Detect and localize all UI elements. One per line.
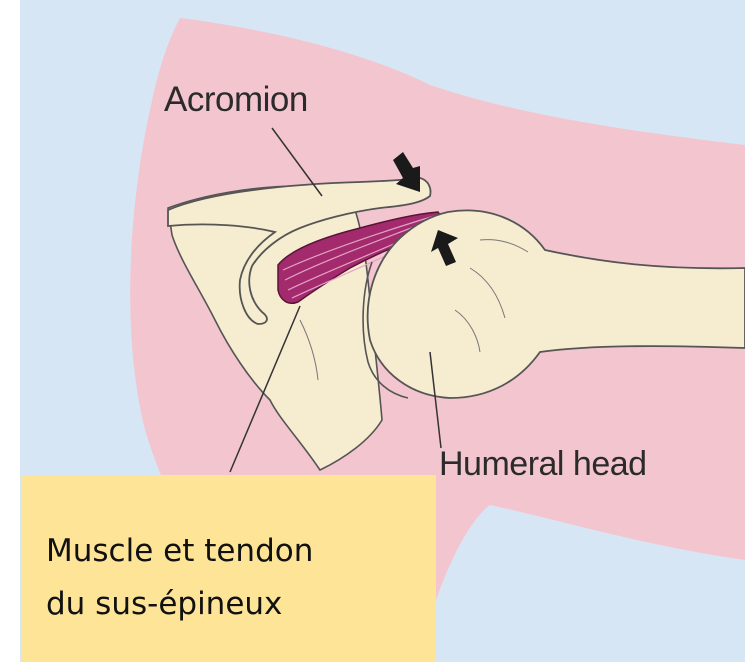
annotation-box: Muscle et tendon du sus-épineux (21, 475, 436, 662)
humeral-head-label: Humeral head (439, 445, 647, 484)
annotation-line-1: Muscle et tendon (46, 525, 436, 578)
annotation-line-2: du sus-épineux (46, 578, 436, 631)
acromion-label: Acromion (164, 80, 308, 120)
